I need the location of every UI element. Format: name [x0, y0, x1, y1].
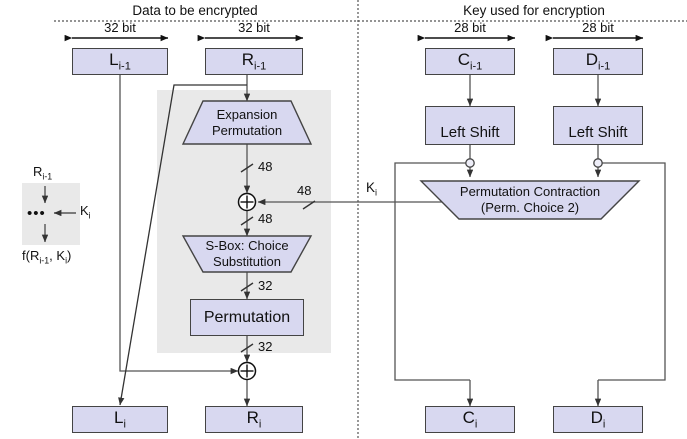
box-l-next[interactable]: Li	[72, 406, 168, 433]
box-c-next-sub: i	[474, 418, 478, 431]
box-l-next-label: L	[114, 407, 124, 427]
legend-input-label: Ri-1	[33, 164, 53, 182]
width-label-right-data: 32 bit	[238, 20, 270, 35]
bits-after-sbox: 32	[258, 278, 273, 293]
header-data-side: Data to be encrypted	[132, 3, 258, 18]
expansion-line1: Expansion	[216, 106, 278, 122]
box-l-prev[interactable]: Li-1	[72, 48, 168, 75]
wire-cjunction-to-cnext	[394, 162, 470, 381]
box-d-prev-sub: i-1	[598, 60, 611, 73]
bits-after-expansion: 48	[258, 159, 273, 174]
subkey-symbol: K	[366, 180, 376, 195]
wire-rprev-branch-to-lnext	[118, 84, 247, 406]
sbox-block[interactable]: S-Box: Choice Substitution	[183, 236, 311, 272]
box-r-next[interactable]: Ri	[205, 406, 303, 433]
bits-after-permutation: 32	[258, 339, 273, 354]
subkey-sub: i	[375, 187, 378, 198]
legend-dots: •••	[27, 205, 46, 222]
left-shift-block-2[interactable]: Left Shift	[553, 106, 643, 145]
bus-tick-marks	[240, 163, 316, 353]
wire-lprev-to-xor	[119, 75, 239, 375]
box-r-next-label: R	[246, 407, 259, 427]
sbox-line2: Substitution	[213, 254, 281, 269]
legend-output-label: f(Ri-1, Ki)	[22, 248, 72, 266]
pc2-line1: Permutation Contraction	[459, 184, 601, 200]
bits-key-into-xor: 48	[297, 183, 312, 198]
box-l-prev-label: L	[109, 49, 119, 69]
box-r-next-sub: i	[258, 418, 262, 431]
box-c-prev[interactable]: Ci-1	[425, 48, 515, 75]
junction-circle-c	[465, 158, 475, 168]
box-d-next[interactable]: Di	[553, 406, 643, 433]
box-c-prev-label: C	[457, 49, 471, 69]
left-shift-label-1: Left Shift	[440, 124, 500, 141]
left-shift-label-2: Left Shift	[568, 124, 628, 141]
pc2-line2: (Perm. Choice 2)	[480, 200, 580, 215]
width-label-left-data: 32 bit	[104, 20, 136, 35]
box-r-prev-label: R	[241, 49, 255, 69]
expansion-permutation-shape	[181, 100, 313, 145]
wire-djunction-to-dnext	[598, 162, 666, 381]
junction-dots	[465, 158, 603, 168]
legend-panel	[22, 183, 80, 245]
xor-gates	[237, 192, 257, 381]
header-key-side: Key used for encryption	[463, 3, 605, 18]
box-r-prev-sub: i-1	[254, 60, 267, 73]
box-l-next-sub: i	[123, 418, 126, 431]
permutation-block[interactable]: Permutation	[190, 299, 304, 336]
box-d-prev-label: D	[585, 49, 599, 69]
expansion-permutation-block[interactable]: Expansion Permutation	[183, 101, 311, 144]
legend-key-label: Ki	[80, 203, 91, 221]
box-d-prev[interactable]: Di-1	[553, 48, 643, 75]
junction-circle-d	[593, 158, 603, 168]
pc2-block[interactable]: Permutation Contraction (Perm. Choice 2)	[421, 181, 639, 219]
box-d-next-sub: i	[602, 418, 606, 431]
bits-after-xor: 48	[258, 211, 273, 226]
box-c-next[interactable]: Ci	[425, 406, 515, 433]
box-l-prev-sub: i-1	[118, 60, 131, 73]
box-d-next-label: D	[590, 407, 603, 427]
box-c-prev-sub: i-1	[470, 60, 483, 73]
expansion-line2: Permutation	[211, 122, 283, 138]
subkey-label: Ki	[366, 180, 377, 198]
width-label-right-key: 28 bit	[582, 20, 614, 35]
pc2-shape	[419, 180, 641, 220]
sbox-shape	[181, 235, 313, 273]
width-label-left-key: 28 bit	[454, 20, 486, 35]
sbox-line1: S-Box: Choice	[205, 238, 289, 254]
left-shift-block-1[interactable]: Left Shift	[425, 106, 515, 145]
box-r-prev[interactable]: Ri-1	[205, 48, 303, 75]
box-c-next-label: C	[462, 407, 475, 427]
